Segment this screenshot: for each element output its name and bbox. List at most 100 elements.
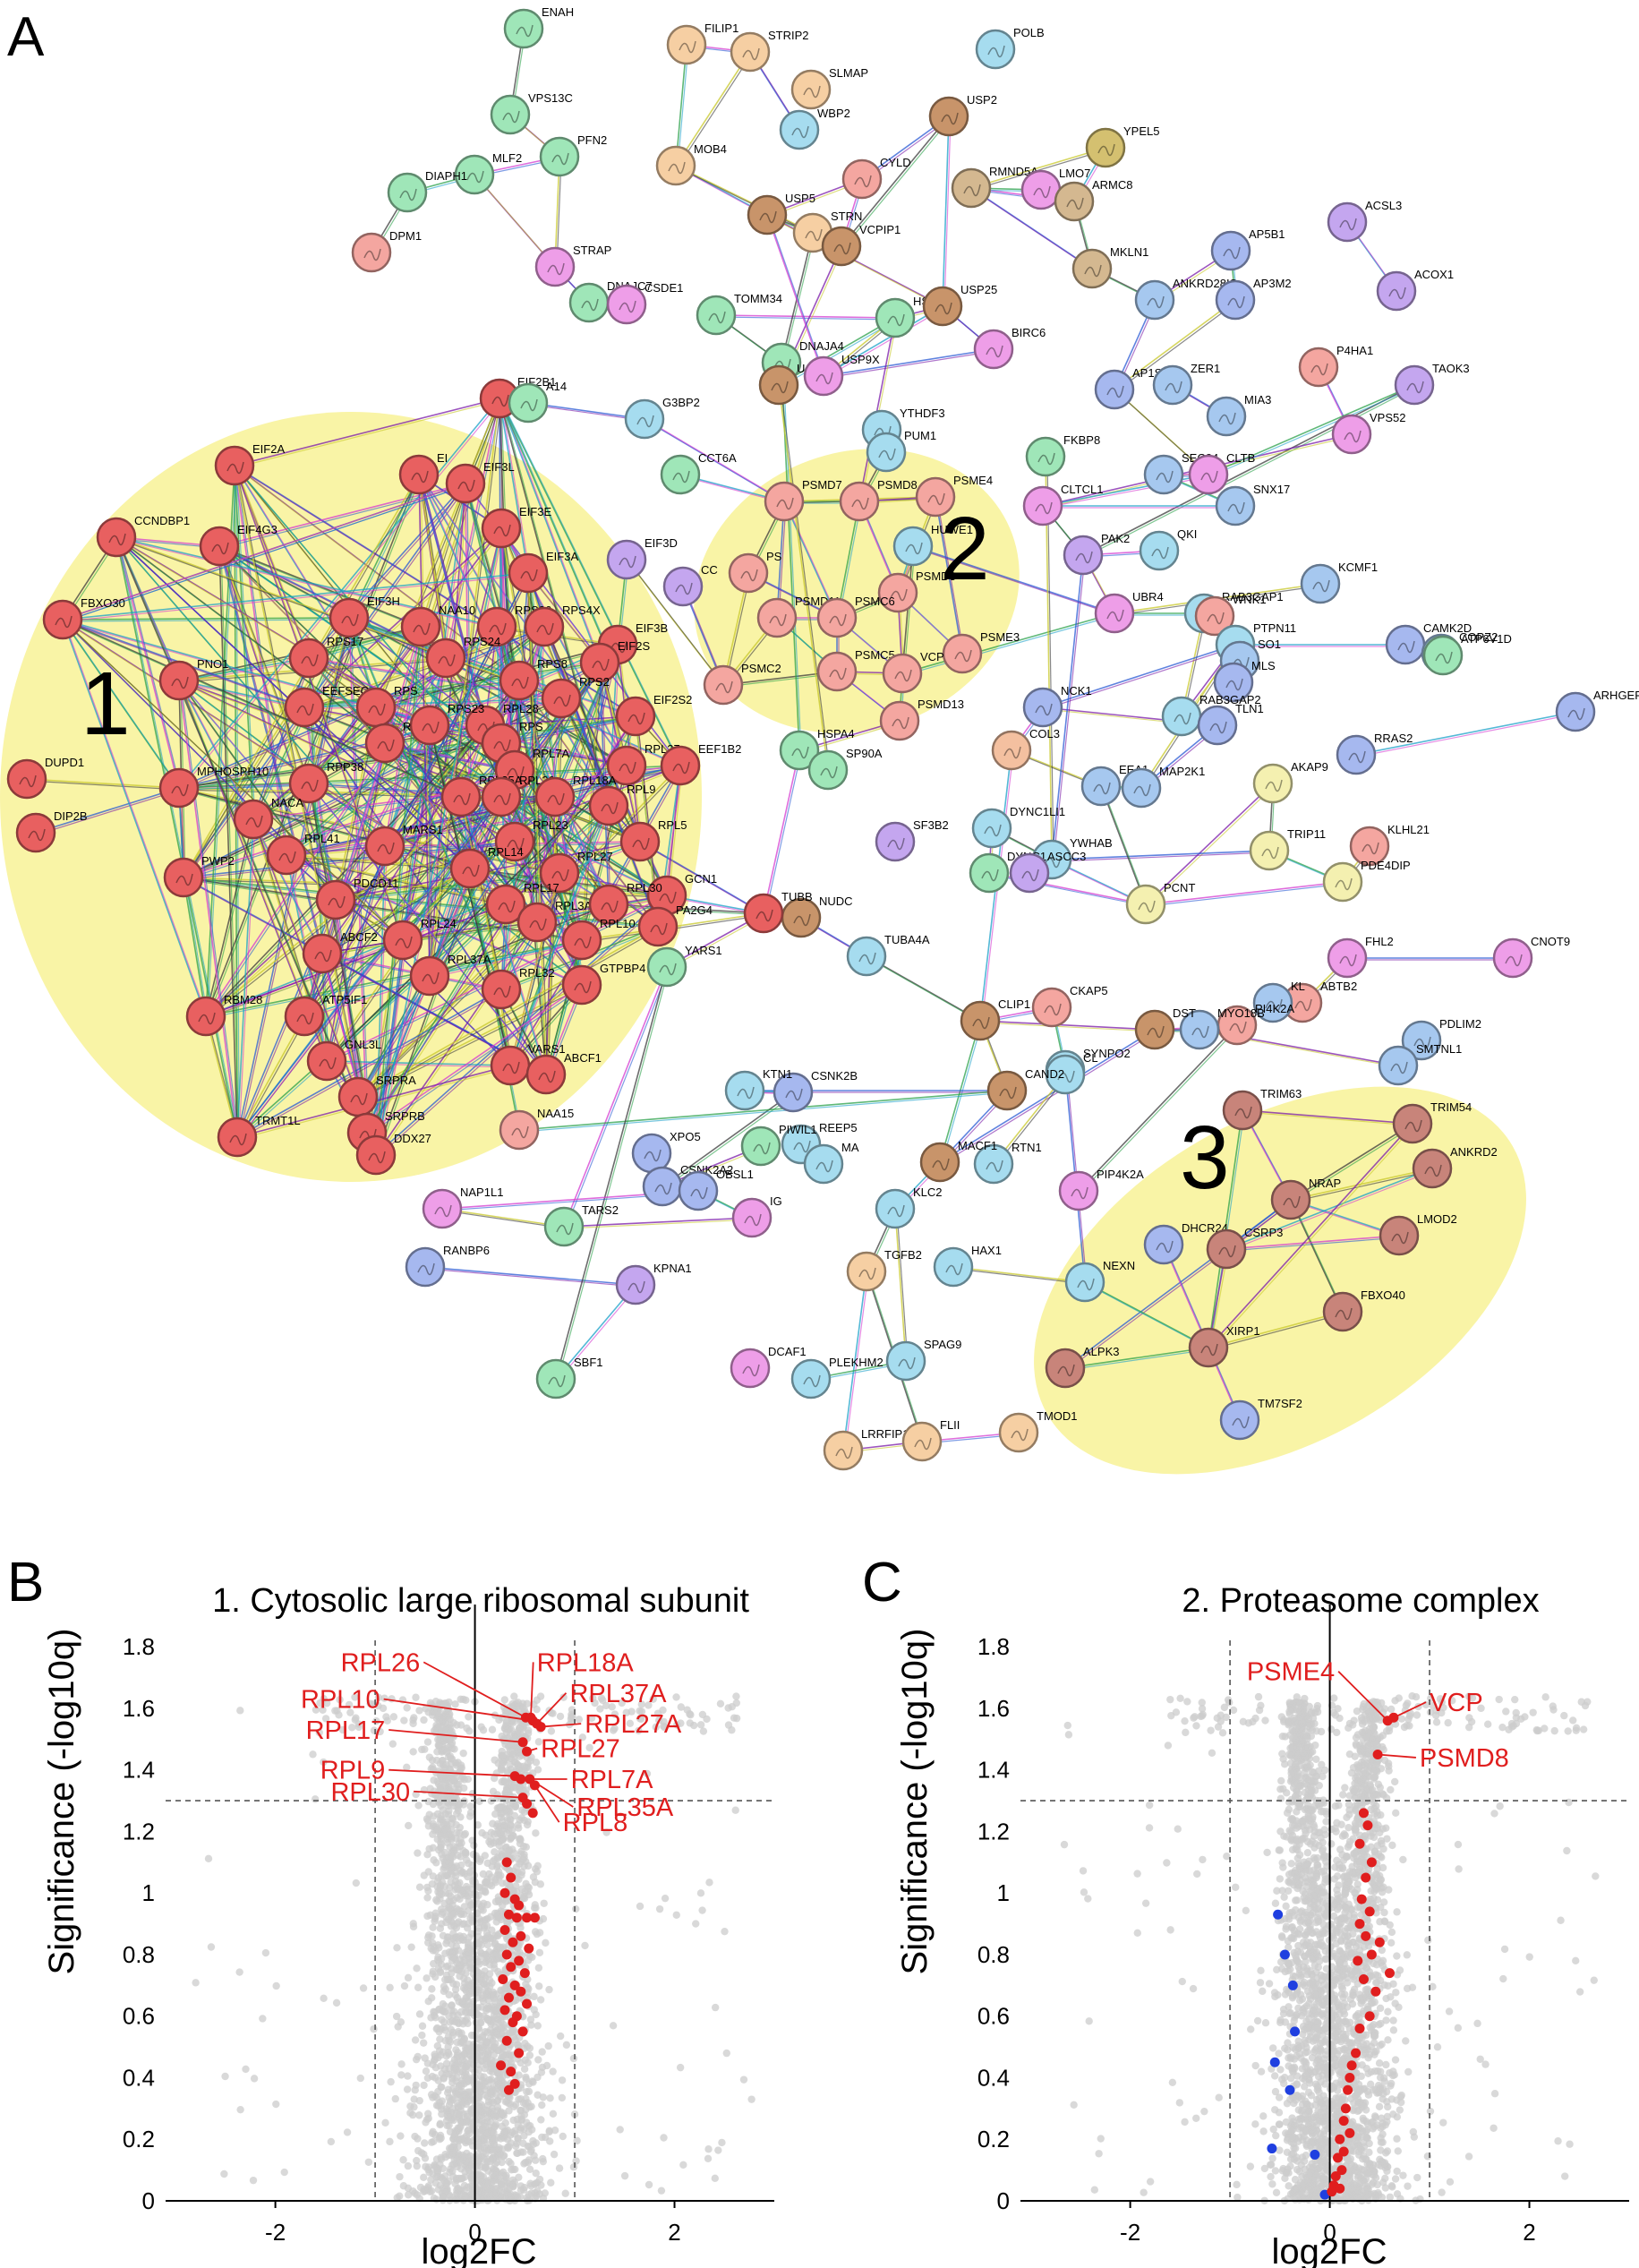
network-node[interactable]: PAK2 <box>1063 532 1130 576</box>
network-node[interactable]: NEXN <box>1064 1259 1135 1303</box>
network-node[interactable]: PSMD3 <box>877 569 956 613</box>
network-node[interactable]: POLB <box>975 26 1045 70</box>
network-node[interactable]: CLIP1 <box>960 997 1030 1041</box>
network-node[interactable]: PSMC6 <box>816 595 895 638</box>
network-node[interactable]: CKAP5 <box>1031 984 1108 1028</box>
network-node[interactable]: XIRP1 <box>1188 1324 1260 1368</box>
network-node[interactable]: TLN1 <box>1197 702 1264 746</box>
network-node[interactable]: TGFB2 <box>846 1248 922 1292</box>
network-node[interactable]: PSME4 <box>915 474 993 518</box>
network-node[interactable]: HUWE1 <box>892 523 973 567</box>
network-node[interactable]: KCMF1 <box>1300 561 1378 604</box>
network-node[interactable]: SPAG9 <box>885 1338 961 1382</box>
network-node[interactable]: TRIM54 <box>1392 1100 1472 1144</box>
network-node[interactable]: PSMD13 <box>879 698 964 741</box>
network-node[interactable]: DST <box>1134 1006 1196 1050</box>
network-node[interactable]: MKLN1 <box>1071 245 1148 289</box>
network-node[interactable]: HAX1 <box>933 1244 1002 1288</box>
network-node[interactable]: VCPIP1 <box>821 223 901 267</box>
network-node[interactable]: CL <box>1045 1051 1098 1095</box>
network-node[interactable]: TM7SF2 <box>1219 1397 1302 1441</box>
network-node[interactable]: RTN1 <box>973 1141 1042 1185</box>
network-node[interactable]: TAOK3 <box>1394 362 1470 406</box>
network-node[interactable]: CSRP3 <box>1206 1226 1283 1270</box>
network-node[interactable]: TARS2 <box>543 1203 619 1247</box>
network-node[interactable]: KLC2 <box>875 1185 943 1229</box>
network-node[interactable]: G3BP2 <box>624 396 700 440</box>
network-node[interactable]: COL3 <box>991 727 1060 771</box>
network-node[interactable]: CYLD <box>841 156 911 200</box>
network-node[interactable]: RMND5A <box>951 165 1038 209</box>
network-node[interactable]: NCK1 <box>1022 684 1092 728</box>
network-node[interactable]: USP2 <box>928 93 997 137</box>
network-node[interactable]: CSNK2B <box>773 1069 858 1113</box>
network-node[interactable]: MA <box>803 1141 859 1185</box>
network-node[interactable]: TUBB <box>743 890 813 934</box>
network-node[interactable]: ZER1 <box>1152 362 1220 406</box>
network-node[interactable]: PLEKHM2 <box>790 1356 884 1399</box>
network-node[interactable]: LRRFIP1 <box>823 1427 909 1471</box>
network-node[interactable]: YPEL5 <box>1085 124 1159 168</box>
network-node[interactable]: LMOD2 <box>1379 1212 1457 1256</box>
network-node[interactable]: PSMD8 <box>839 478 918 522</box>
network-node[interactable]: PIP4K2A <box>1058 1168 1144 1211</box>
network-node[interactable]: CC <box>662 563 718 607</box>
network-node[interactable]: A14 <box>508 380 567 424</box>
network-node[interactable]: AP1S2 <box>1094 366 1168 410</box>
network-node[interactable]: MLS <box>1213 659 1276 703</box>
network-node[interactable]: ALPK3 <box>1045 1345 1119 1389</box>
network-node[interactable]: P4HA1 <box>1298 344 1373 388</box>
network-node[interactable]: EIF3D <box>606 536 678 580</box>
network-node[interactable]: PDLIM2 <box>1401 1017 1481 1061</box>
network-node[interactable]: TRIP11 <box>1249 827 1326 871</box>
network-node[interactable]: VPS52 <box>1331 411 1405 455</box>
network-node[interactable]: RRAS2 <box>1336 732 1413 775</box>
network-node[interactable]: ENAH <box>503 5 574 49</box>
network-node[interactable]: STRAP <box>534 244 611 287</box>
network-node[interactable]: EEF1B2 <box>660 742 741 786</box>
network-node[interactable]: MYO18B <box>1179 1006 1265 1050</box>
network-node[interactable]: USP9X <box>803 353 880 397</box>
network-node[interactable]: KL <box>1252 980 1305 1023</box>
network-node[interactable]: UBR4 <box>1094 590 1164 634</box>
network-node[interactable]: FLII <box>901 1418 960 1462</box>
network-node[interactable]: PCNT <box>1125 881 1195 925</box>
network-node[interactable]: FKBP8 <box>1025 433 1100 477</box>
network-node[interactable]: USP5 <box>747 192 815 235</box>
network-node[interactable]: FHL2 <box>1327 935 1394 979</box>
network-node[interactable]: CAND2 <box>986 1067 1064 1111</box>
network-node[interactable]: ATP6V1D <box>1422 632 1512 676</box>
network-node[interactable]: NAP1L1 <box>422 1185 503 1229</box>
network-node[interactable]: PUM1 <box>866 429 936 473</box>
network-node[interactable]: QKI <box>1139 527 1197 571</box>
network-node[interactable]: AP5B1 <box>1210 227 1285 271</box>
network-node[interactable]: RANBP6 <box>405 1244 490 1288</box>
network-node[interactable]: PI4K2A <box>1216 1002 1294 1046</box>
network-node[interactable]: WNK1 <box>1194 593 1267 637</box>
network-node[interactable]: KTN1 <box>724 1067 792 1111</box>
network-node[interactable]: YARS1 <box>646 944 722 988</box>
network-node[interactable]: CAMK2D <box>1385 621 1472 665</box>
network-node[interactable]: CSDE1 <box>606 281 683 325</box>
network-node[interactable]: ACOX1 <box>1376 268 1454 312</box>
network-node[interactable]: CLTB <box>1188 451 1255 495</box>
network-node[interactable]: FBXO40 <box>1322 1288 1405 1332</box>
network-node[interactable]: DHCR24 <box>1143 1221 1228 1265</box>
network-node[interactable]: SNX17 <box>1215 483 1290 526</box>
network-node[interactable]: AP3M2 <box>1215 277 1292 321</box>
network-node[interactable]: PSMD7 <box>764 478 842 522</box>
network-node[interactable]: MOB4 <box>655 142 727 186</box>
network-node[interactable]: AKAP9 <box>1252 760 1328 804</box>
network-node[interactable]: HS <box>875 295 929 338</box>
network-node[interactable]: BIRC6 <box>973 326 1046 370</box>
network-node[interactable]: PFN2 <box>539 133 607 177</box>
network-node[interactable]: TMOD1 <box>998 1409 1078 1453</box>
network-node[interactable]: TRIM63 <box>1222 1087 1302 1131</box>
network-node[interactable]: DIAPH1 <box>387 169 467 213</box>
network-node[interactable]: XPO5 <box>631 1130 701 1174</box>
network-node[interactable]: CLTCL1 <box>1022 483 1103 526</box>
network-node[interactable]: CNOT9 <box>1492 935 1570 979</box>
network-node[interactable]: ACSL3 <box>1327 199 1402 243</box>
network-node[interactable]: DYNC1LI1 <box>971 805 1065 849</box>
network-node[interactable]: MACF1 <box>919 1139 997 1183</box>
